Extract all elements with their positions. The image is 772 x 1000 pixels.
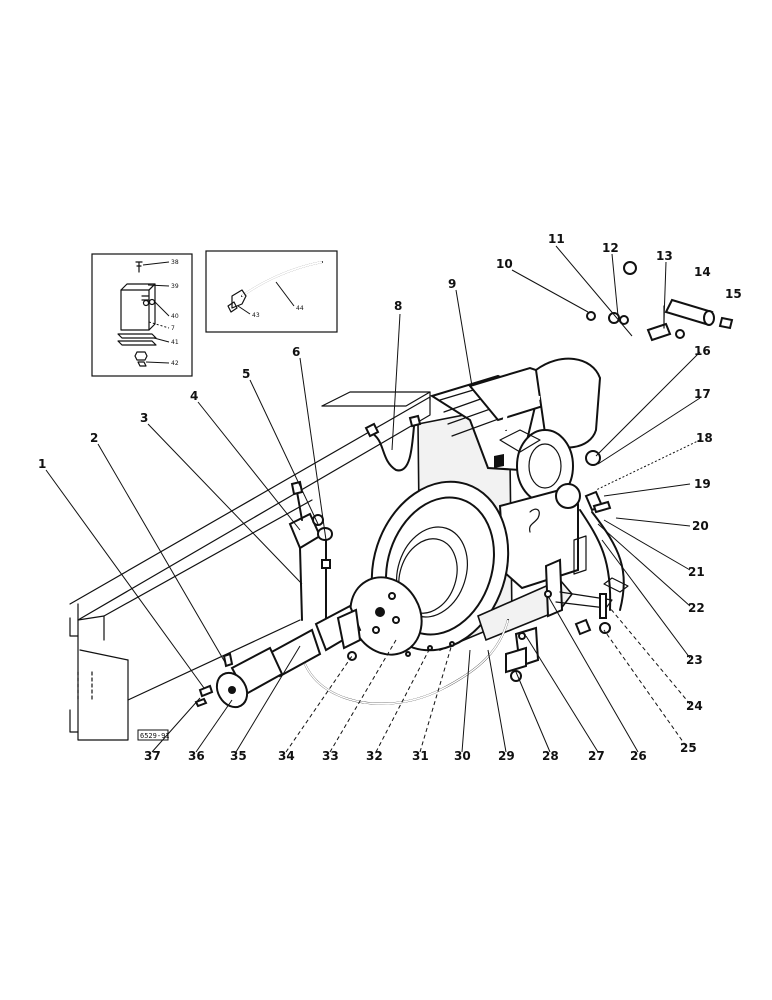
part-label-11: 11 [548, 232, 565, 246]
part-label-25: 25 [680, 741, 697, 755]
part-label-31: 31 [412, 749, 429, 763]
part-label-17: 17 [694, 387, 711, 401]
part-label-30: 30 [454, 749, 471, 763]
leader-lines [45, 245, 701, 753]
part-label-34: 34 [278, 749, 295, 763]
part-label-4: 4 [190, 389, 198, 403]
part-label-1: 1 [38, 457, 46, 471]
part-label-33: 33 [322, 749, 339, 763]
part-label-24: 24 [686, 699, 703, 713]
part-label-36: 36 [188, 749, 205, 763]
inset-label-39: 39 [171, 283, 179, 290]
drive-shaft [194, 576, 423, 709]
tractor-frame [69, 391, 431, 741]
part-label-3: 3 [140, 411, 148, 425]
part-label-6: 6 [292, 345, 300, 359]
part-label-26: 26 [630, 749, 647, 763]
part-label-21: 21 [688, 565, 705, 579]
part-label-12: 12 [602, 241, 619, 255]
part-label-5: 5 [242, 367, 250, 381]
inset-label-40: 40 [171, 313, 179, 320]
part-label-15: 15 [725, 287, 742, 301]
part-label-22: 22 [688, 601, 705, 615]
inset-label-43: 43 [252, 312, 260, 319]
inset-left: 38 39 40 7 41 42 [91, 253, 193, 377]
part-label-23: 23 [686, 653, 703, 667]
inset-label-44: 44 [296, 305, 304, 312]
part-label-28: 28 [542, 749, 559, 763]
part-label-13: 13 [656, 249, 673, 263]
inset-label-7: 7 [171, 325, 175, 332]
inset-label-41: 41 [171, 339, 179, 346]
inset-label-38: 38 [171, 259, 179, 266]
part-label-18: 18 [696, 431, 713, 445]
inset-right: 43 44 [205, 250, 338, 333]
reference-code: 6529-91 [140, 732, 170, 740]
part-label-27: 27 [588, 749, 605, 763]
part-label-20: 20 [692, 519, 709, 533]
inset-label-42: 42 [171, 360, 179, 367]
part-label-32: 32 [366, 749, 383, 763]
part-label-19: 19 [694, 477, 711, 491]
part-label-8: 8 [394, 299, 402, 313]
part-label-2: 2 [90, 431, 98, 445]
part-label-10: 10 [496, 257, 513, 271]
part-label-14: 14 [694, 265, 711, 279]
part-labels: 1 2 3 4 5 6 8 9 10 11 12 13 14 15 16 17 … [38, 232, 742, 763]
part-label-16: 16 [694, 344, 711, 358]
part-label-9: 9 [448, 277, 456, 291]
control-levers [288, 480, 334, 631]
part-label-37: 37 [144, 749, 161, 763]
part-label-29: 29 [498, 749, 515, 763]
part-label-35: 35 [230, 749, 247, 763]
